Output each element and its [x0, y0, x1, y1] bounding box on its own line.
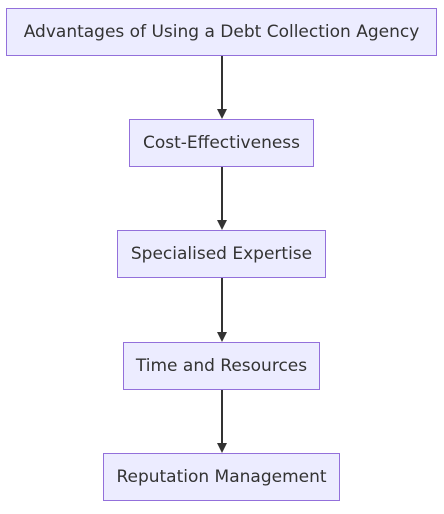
- node-label: Reputation Management: [116, 467, 327, 487]
- node-advantages-of-using-a-debt-collection-agency: Advantages of Using a Debt Collection Ag…: [6, 8, 437, 56]
- node-label: Specialised Expertise: [130, 244, 313, 264]
- node-time-and-resources: Time and Resources: [123, 342, 320, 390]
- node-label: Time and Resources: [135, 356, 308, 376]
- node-label: Cost-Effectiveness: [142, 133, 301, 153]
- node-specialised-expertise: Specialised Expertise: [117, 230, 326, 278]
- node-label: Advantages of Using a Debt Collection Ag…: [23, 22, 420, 42]
- node-reputation-management: Reputation Management: [103, 453, 340, 501]
- node-cost-effectiveness: Cost-Effectiveness: [129, 119, 314, 167]
